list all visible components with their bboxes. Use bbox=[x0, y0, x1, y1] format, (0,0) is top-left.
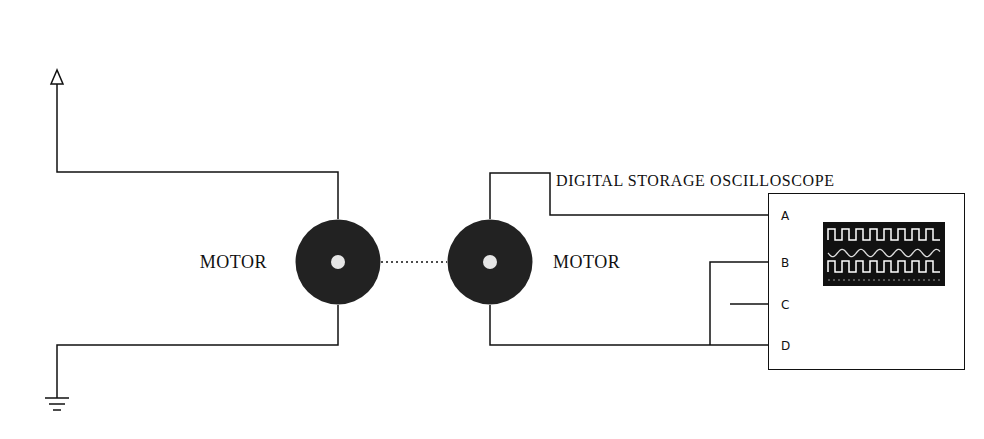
channel-c-stub bbox=[730, 303, 768, 305]
shaft-coupling bbox=[381, 261, 447, 263]
motor-body bbox=[447, 219, 533, 305]
ground-symbol bbox=[45, 397, 69, 399]
square-wave bbox=[828, 261, 940, 272]
square-wave bbox=[828, 229, 940, 240]
motor-label: MOTOR bbox=[200, 252, 267, 273]
waveforms bbox=[828, 229, 940, 280]
ground-wire bbox=[57, 305, 338, 398]
scope-screen bbox=[823, 222, 945, 286]
motor-shaft bbox=[331, 255, 345, 269]
instrument-title: DIGITAL STORAGE OSCILLOSCOPE bbox=[556, 172, 835, 190]
motor-body bbox=[295, 219, 381, 305]
sine-wave bbox=[828, 249, 940, 256]
channel-label: B bbox=[781, 254, 789, 272]
supply-wiring bbox=[45, 70, 338, 410]
motor-symbol: MOTOR bbox=[447, 219, 533, 305]
motor-housing bbox=[448, 220, 533, 305]
motor-label: MOTOR bbox=[553, 252, 620, 273]
motor-housing bbox=[296, 220, 381, 305]
channel-b-wire bbox=[710, 262, 768, 345]
supply-arrow bbox=[51, 70, 63, 84]
channel-label: D bbox=[781, 337, 790, 355]
motor-shaft bbox=[483, 255, 497, 269]
supply-wire bbox=[57, 84, 338, 219]
channel-label: A bbox=[781, 207, 789, 225]
probe-wiring bbox=[710, 262, 768, 345]
motor-symbol: MOTOR bbox=[295, 219, 381, 305]
dotted-trace bbox=[828, 280, 940, 281]
probe-wire bbox=[490, 305, 768, 345]
oscilloscope-box: DIGITAL STORAGE OSCILLOSCOPEABCD bbox=[768, 193, 965, 370]
ground-symbol bbox=[49, 403, 65, 405]
ground-symbol bbox=[53, 409, 61, 411]
channel-label: C bbox=[781, 296, 789, 314]
